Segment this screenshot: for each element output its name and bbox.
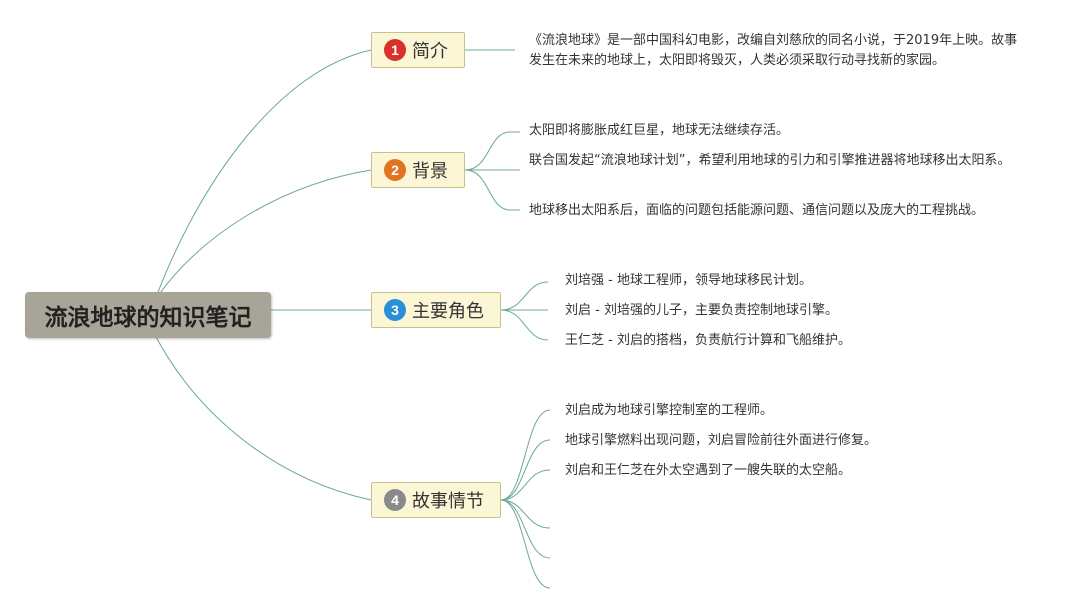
link-plot-leaf-6 (500, 499, 551, 589)
topic-characters-label: 主要角色 (412, 301, 484, 322)
link-root-intro (154, 49, 372, 301)
topic-characters[interactable]: 3 主要角色 (371, 292, 501, 328)
root-topic[interactable]: 流浪地球的知识笔记 (25, 292, 271, 338)
leaf-plot-3[interactable]: 刘启和王仁芝在外太空遇到了一艘失联的太空船。 (565, 463, 852, 478)
link-root-plot (154, 334, 372, 501)
leaf-plot-1[interactable]: 刘启成为地球引擎控制室的工程师。 (565, 403, 774, 418)
number-badge-icon: 4 (384, 489, 406, 511)
link-plot-leaf-3 (500, 469, 551, 501)
leaf-intro-summary[interactable]: 《流浪地球》是一部中国科幻电影，改编自刘慈欣的同名小说，于2019年上映。故事发… (529, 33, 1018, 68)
topic-background[interactable]: 2 背景 (371, 152, 465, 188)
link-root-background (154, 169, 372, 301)
link-character-leaf-3 (500, 309, 549, 341)
number-badge-icon: 2 (384, 159, 406, 181)
link-background-leaf-3 (464, 169, 520, 211)
link-plot-leaf-4 (500, 499, 551, 529)
link-plot-leaf-1 (500, 409, 551, 501)
topic-background-label: 背景 (412, 161, 448, 182)
leaf-character-3[interactable]: 王仁芝 - 刘启的搭档，负责航行计算和飞船维护。 (565, 333, 851, 348)
link-character-leaf-1 (500, 281, 549, 311)
link-background-leaf-1 (464, 131, 520, 171)
leaf-background-2[interactable]: 联合国发起“流浪地球计划”，希望利用地球的引力和引擎推进器将地球移出太阳系。 (529, 153, 1011, 168)
leaf-background-3[interactable]: 地球移出太阳系后，面临的问题包括能源问题、通信问题以及庞大的工程挑战。 (529, 203, 985, 218)
link-plot-leaf-5 (500, 499, 551, 559)
root-topic-label: 流浪地球的知识笔记 (44, 305, 252, 331)
topic-plot[interactable]: 4 故事情节 (371, 482, 501, 518)
topic-intro[interactable]: 1 简介 (371, 32, 465, 68)
number-badge-icon: 1 (384, 39, 406, 61)
leaf-character-1[interactable]: 刘培强 - 地球工程师，领导地球移民计划。 (565, 273, 812, 288)
number-badge-icon: 3 (384, 299, 406, 321)
leaf-character-2[interactable]: 刘启 - 刘培强的儿子，主要负责控制地球引擎。 (565, 303, 838, 318)
topic-intro-label: 简介 (412, 41, 448, 62)
leaf-plot-2[interactable]: 地球引擎燃料出现问题，刘启冒险前往外面进行修复。 (565, 433, 878, 448)
leaf-background-1[interactable]: 太阳即将膨胀成红巨星，地球无法继续存活。 (529, 123, 790, 138)
link-plot-leaf-2 (500, 439, 551, 501)
topic-plot-label: 故事情节 (412, 491, 484, 512)
